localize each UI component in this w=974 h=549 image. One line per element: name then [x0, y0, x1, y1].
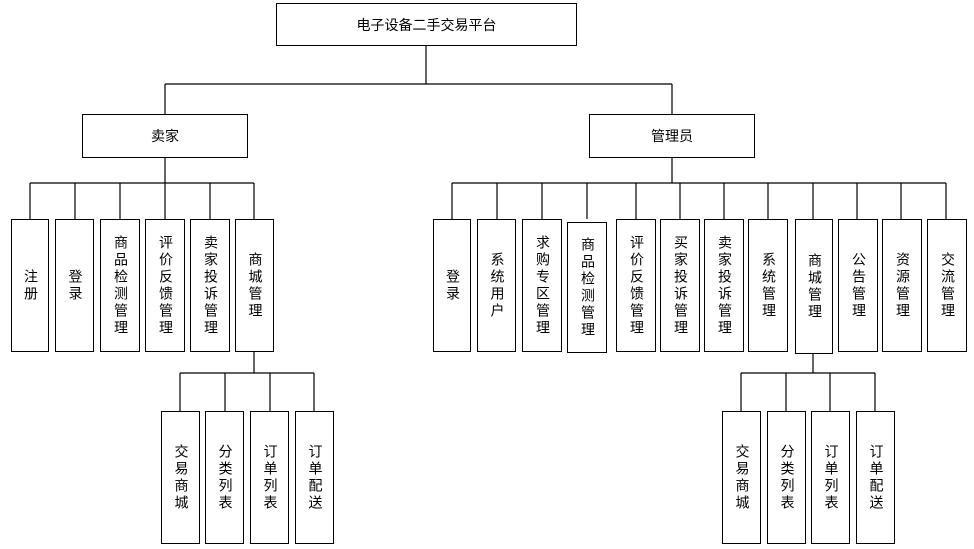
seller-mall-child-label: 订单列表 — [261, 443, 278, 512]
admin-child-label: 系统管理 — [760, 251, 777, 320]
admin-child-mall: 商城管理 — [795, 219, 833, 354]
admin-child-label: 交流管理 — [939, 251, 956, 320]
admin-child-notice: 公告管理 — [838, 219, 878, 352]
seller-mall-child-trade: 交易商城 — [161, 411, 200, 544]
seller-child-register: 注册 — [11, 219, 49, 352]
admin-mall-child-orders: 订单列表 — [811, 411, 850, 544]
admin-child-login: 登录 — [433, 219, 471, 352]
admin-child-product-check: 商品检测管理 — [567, 222, 607, 353]
seller-node: 卖家 — [82, 114, 248, 158]
admin-mall-child-label: 订单配送 — [867, 443, 884, 512]
seller-child-mall: 商城管理 — [235, 219, 274, 352]
admin-child-label: 求购专区管理 — [534, 234, 551, 337]
root-label: 电子设备二手交易平台 — [356, 17, 497, 34]
root-node: 电子设备二手交易平台 — [276, 3, 577, 46]
seller-child-product-check: 商品检测管理 — [100, 219, 140, 352]
seller-child-label: 评价反馈管理 — [157, 234, 174, 337]
admin-child-buyer-complaint: 买家投诉管理 — [660, 219, 700, 352]
admin-child-label: 系统用户 — [488, 251, 505, 320]
admin-mall-child-label: 订单列表 — [822, 443, 839, 512]
admin-child-label: 买家投诉管理 — [672, 234, 689, 337]
seller-child-label: 注册 — [22, 268, 39, 303]
admin-child-label: 资源管理 — [894, 251, 911, 320]
seller-child-label: 卖家投诉管理 — [202, 234, 219, 337]
admin-mall-child-trade: 交易商城 — [722, 411, 761, 544]
admin-mall-child-label: 交易商城 — [733, 443, 750, 512]
admin-node: 管理员 — [589, 114, 755, 158]
seller-mall-child-delivery: 订单配送 — [295, 411, 334, 544]
seller-child-feedback: 评价反馈管理 — [145, 219, 185, 352]
admin-child-label: 评价反馈管理 — [628, 234, 645, 337]
admin-label: 管理员 — [651, 129, 693, 145]
admin-mall-child-category: 分类列表 — [767, 411, 806, 544]
admin-child-label: 登录 — [444, 268, 461, 303]
seller-mall-child-label: 分类列表 — [216, 443, 233, 512]
admin-child-resource: 资源管理 — [882, 219, 922, 352]
admin-child-label: 卖家投诉管理 — [716, 234, 733, 337]
admin-child-system: 系统管理 — [748, 219, 788, 352]
admin-child-label: 商品检测管理 — [579, 236, 596, 339]
seller-child-login: 登录 — [55, 219, 94, 352]
admin-child-seller-complaint: 卖家投诉管理 — [704, 219, 744, 352]
admin-child-system-user: 系统用户 — [477, 219, 516, 352]
seller-child-label: 商城管理 — [246, 251, 263, 320]
admin-child-feedback: 评价反馈管理 — [616, 219, 656, 352]
seller-child-seller-complaint: 卖家投诉管理 — [190, 219, 230, 352]
seller-mall-child-category: 分类列表 — [205, 411, 244, 544]
seller-child-label: 登录 — [66, 268, 83, 303]
seller-child-label: 商品检测管理 — [112, 234, 129, 337]
seller-mall-child-orders: 订单列表 — [250, 411, 289, 544]
admin-mall-child-delivery: 订单配送 — [856, 411, 895, 544]
seller-label: 卖家 — [151, 129, 179, 145]
admin-child-label: 商城管理 — [806, 252, 823, 321]
admin-child-label: 公告管理 — [850, 251, 867, 320]
seller-mall-child-label: 交易商城 — [172, 443, 189, 512]
admin-child-exchange: 交流管理 — [927, 219, 967, 352]
seller-mall-child-label: 订单配送 — [306, 443, 323, 512]
admin-child-wanted-zone: 求购专区管理 — [522, 219, 562, 352]
admin-mall-child-label: 分类列表 — [778, 443, 795, 512]
